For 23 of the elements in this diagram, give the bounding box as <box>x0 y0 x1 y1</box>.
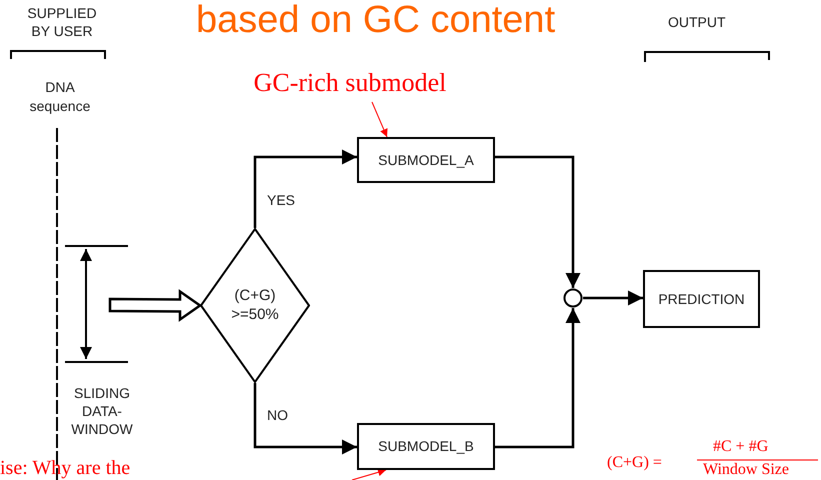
window-label: SLIDING DATA-WINDOW <box>70 384 134 438</box>
arrow <box>254 150 357 228</box>
process-box: SUBMODEL_A <box>357 137 495 183</box>
decision-diamond: (C+G) >=50% <box>200 228 310 383</box>
section-label: SUPPLIED BY USER <box>26 4 98 40</box>
process-box: SUBMODEL_B <box>357 423 495 470</box>
leader-line <box>352 468 386 480</box>
process-box: PREDICTION <box>643 270 760 328</box>
junction-circle <box>563 288 583 308</box>
formula-text: (C+G) = <box>607 453 662 473</box>
formula-text: #C + #G <box>713 437 768 457</box>
leader-line <box>372 102 388 138</box>
arrow <box>495 156 580 288</box>
section-label: OUTPUT <box>668 13 726 32</box>
question-text: ise: Why are the <box>0 457 130 479</box>
title: based on GC content <box>196 0 556 43</box>
hollow-arrow <box>108 289 202 322</box>
arrow <box>254 383 357 454</box>
annotation-text: GC-rich submodel <box>222 62 478 102</box>
arrow <box>583 290 643 306</box>
arrow <box>495 308 580 448</box>
input-label: DNA sequence <box>28 78 92 116</box>
formula-text: Window Size <box>703 460 790 480</box>
